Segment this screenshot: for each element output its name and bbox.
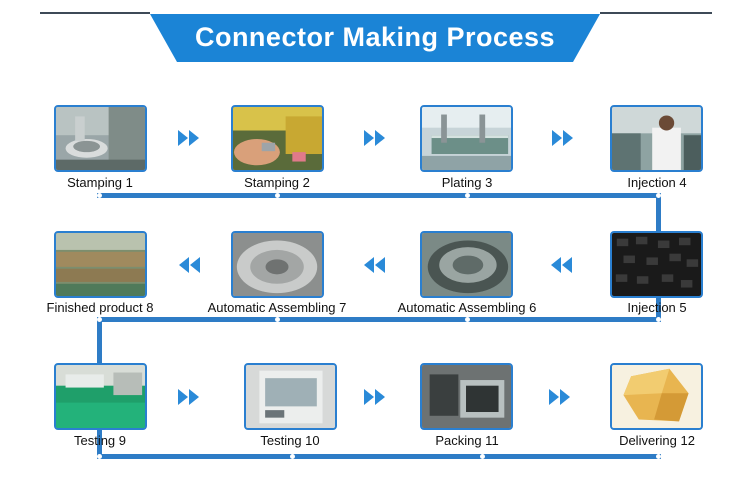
- double-chevron-left-icon: [551, 257, 573, 273]
- step-11-label: Packing 11: [435, 433, 499, 448]
- flow-dot: [656, 454, 661, 459]
- step-2-label: Stamping 2: [244, 175, 310, 190]
- double-chevron-left-icon: [179, 257, 201, 273]
- flow-dot: [275, 193, 280, 198]
- title-banner: [150, 14, 600, 62]
- flow-dot: [465, 193, 470, 198]
- double-chevron-right-icon: [178, 389, 200, 405]
- double-chevron-left-icon: [364, 257, 386, 273]
- step-12-label: Delivering 12: [619, 433, 695, 448]
- step-3-label: Plating 3: [441, 175, 493, 190]
- page-title: Connector Making Process: [194, 22, 556, 52]
- step-5-label: Injection 5: [627, 300, 687, 315]
- flow-dot: [290, 454, 295, 459]
- flow-line-row-1: [97, 193, 661, 198]
- double-chevron-right-icon: [549, 389, 571, 405]
- step-2-photo: [231, 105, 324, 172]
- step-4-label: Injection 4: [627, 175, 687, 190]
- flow-dot: [97, 193, 102, 198]
- step-6-label: Automatic Assembling 6: [397, 300, 537, 315]
- banner-line-right: [600, 12, 712, 14]
- step-1-photo: [54, 105, 147, 172]
- flow-dot: [656, 317, 661, 322]
- step-7-label: Automatic Assembling 7: [207, 300, 347, 315]
- double-chevron-right-icon: [364, 130, 386, 146]
- step-1-label: Stamping 1: [67, 175, 133, 190]
- step-8-photo: [54, 231, 147, 298]
- step-8-label: Finished product 8: [46, 300, 154, 315]
- double-chevron-right-icon: [178, 130, 200, 146]
- step-9-label: Testing 9: [73, 433, 127, 448]
- step-7-photo: [231, 231, 324, 298]
- flow-dot: [656, 193, 661, 198]
- double-chevron-right-icon: [552, 130, 574, 146]
- step-10-label: Testing 10: [260, 433, 320, 448]
- double-chevron-right-icon: [364, 389, 386, 405]
- step-6-photo: [420, 231, 513, 298]
- step-11-photo: [420, 363, 513, 430]
- flow-dot: [97, 454, 102, 459]
- step-5-photo: [610, 231, 703, 298]
- step-10-photo: [244, 363, 337, 430]
- flow-line-row-3: [97, 454, 661, 459]
- flow-dot: [480, 454, 485, 459]
- flow-line-row-2: [97, 317, 661, 322]
- flow-dot: [465, 317, 470, 322]
- step-12-photo: [610, 363, 703, 430]
- flow-dot: [275, 317, 280, 322]
- step-9-photo: [54, 363, 147, 430]
- banner-line-left: [40, 12, 150, 14]
- step-4-photo: [610, 105, 703, 172]
- flow-dot: [97, 317, 102, 322]
- step-3-photo: [420, 105, 513, 172]
